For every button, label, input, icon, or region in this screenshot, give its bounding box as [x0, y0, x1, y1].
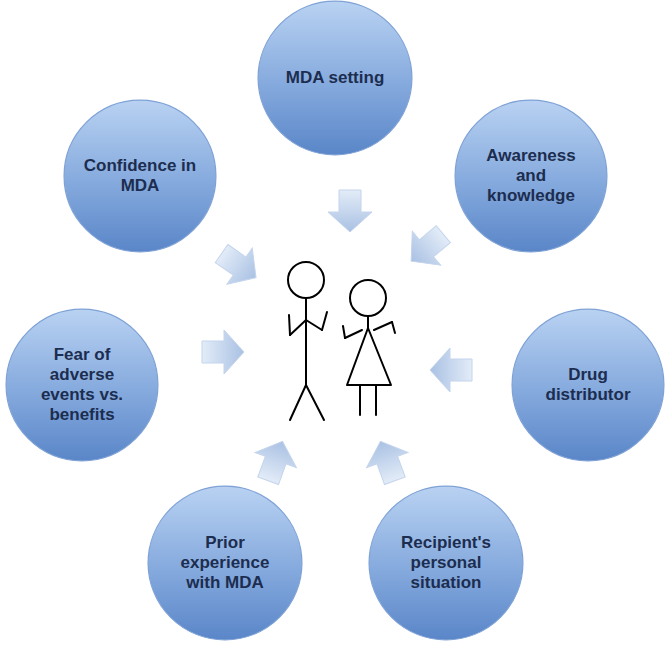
factor-circle: Recipient's personal situation: [368, 485, 524, 641]
factor-label: MDA setting: [286, 68, 385, 88]
circle-text-area: Confidence in MDA: [63, 99, 217, 253]
circle-text-area: Recipient's personal situation: [368, 485, 524, 641]
factor-circle: Awareness and knowledge: [454, 99, 608, 253]
factor-label: Awareness and knowledge: [473, 146, 589, 206]
factor-label: Confidence in MDA: [82, 156, 198, 196]
factor-circle: Prior experience with MDA: [147, 485, 303, 641]
circle-text-area: Drug distributor: [511, 308, 665, 462]
factor-circle: Fear of adverse events vs. benefits: [5, 308, 159, 462]
circle-text-area: Prior experience with MDA: [147, 485, 303, 641]
factor-circle: Confidence in MDA: [63, 99, 217, 253]
factor-label: Drug distributor: [530, 365, 646, 405]
factor-label: Fear of adverse events vs. benefits: [24, 345, 140, 425]
circle-text-area: Fear of adverse events vs. benefits: [5, 308, 159, 462]
circle-text-area: MDA setting: [257, 0, 413, 156]
factor-circle: MDA setting: [257, 0, 413, 156]
pointer-arrows: [202, 190, 472, 488]
factor-label: Recipient's personal situation: [388, 533, 505, 593]
circle-text-area: Awareness and knowledge: [454, 99, 608, 253]
factor-circle: Drug distributor: [511, 308, 665, 462]
factor-label: Prior experience with MDA: [167, 533, 284, 593]
stick-figures: [288, 262, 395, 420]
